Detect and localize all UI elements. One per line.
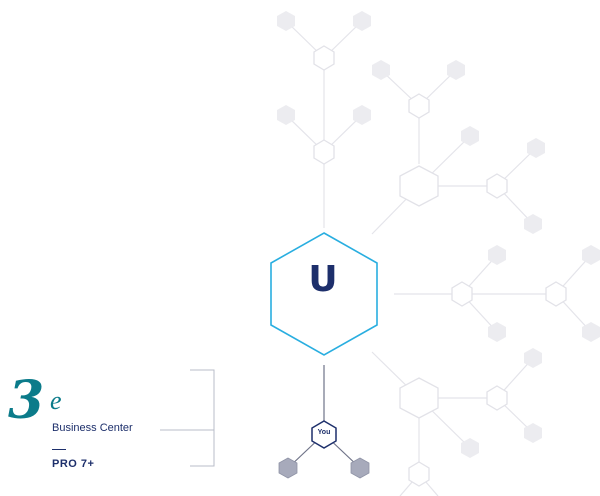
faded-node: [447, 60, 465, 80]
you-node-label: You: [317, 429, 331, 436]
logo-superscript: e: [50, 386, 62, 415]
faded-node: [277, 11, 295, 31]
background-outline-nodes: [313, 45, 567, 487]
logo-mark: 3: [8, 370, 45, 431]
faded-outline-node: [399, 165, 439, 207]
center-node-label: U: [308, 259, 338, 300]
faded-outline-node: [486, 385, 508, 411]
product-name: Business Center: [52, 422, 133, 434]
edition-label: PRO 7+: [52, 458, 95, 470]
background-filled-nodes: [277, 11, 600, 458]
faded-node: [582, 245, 600, 265]
faded-node: [582, 322, 600, 342]
bracket: [160, 369, 215, 467]
center-node[interactable]: [270, 232, 378, 356]
child-node-left[interactable]: [278, 457, 298, 479]
main-connectors: [287, 365, 361, 469]
faded-outline-node: [545, 281, 567, 307]
faded-outline-node: [486, 173, 508, 199]
faded-node: [524, 348, 542, 368]
logo-divider: [52, 449, 66, 450]
faded-node: [277, 105, 295, 125]
faded-outline-node: [399, 377, 439, 419]
faded-node: [461, 438, 479, 458]
faded-node: [524, 423, 542, 443]
faded-outline-node: [408, 93, 430, 119]
faded-outline-node: [408, 461, 430, 487]
faded-outline-node: [313, 45, 335, 71]
faded-node: [353, 11, 371, 31]
faded-node: [353, 105, 371, 125]
faded-node: [461, 126, 479, 146]
faded-node: [488, 245, 506, 265]
you-node[interactable]: [311, 420, 337, 449]
faded-outline-node: [313, 139, 335, 165]
faded-node: [524, 214, 542, 234]
faded-node: [488, 322, 506, 342]
child-node-right[interactable]: [350, 457, 370, 479]
faded-outline-node: [451, 281, 473, 307]
faded-node: [527, 138, 545, 158]
faded-node: [372, 60, 390, 80]
